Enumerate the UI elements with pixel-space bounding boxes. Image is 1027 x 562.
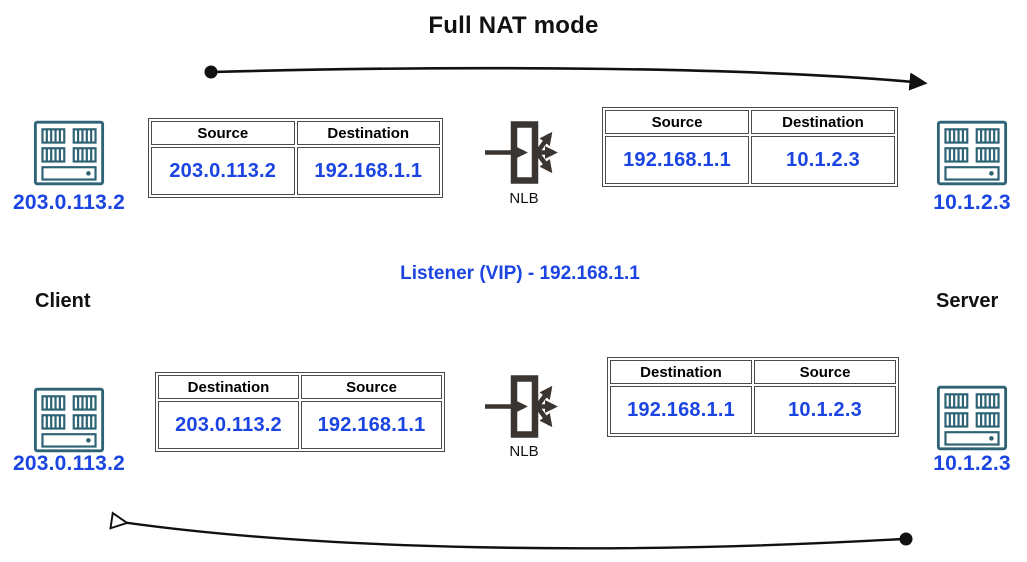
nlb-icon — [484, 374, 564, 440]
client-ip-label: 203.0.113.2 — [13, 452, 125, 475]
ip-value: 192.168.1.1 — [296, 147, 440, 195]
nlb-label: NLB — [509, 190, 539, 207]
server-role-label: Server — [936, 290, 999, 312]
client-ip-label: 203.0.113.2 — [13, 191, 125, 214]
server-ip-label: 10.1.2.3 — [933, 452, 1011, 475]
ip-value: 192.168.1.1 — [605, 136, 749, 184]
column-header: Source — [605, 110, 749, 134]
client-host-icon — [33, 386, 105, 454]
ip-value: 10.1.2.3 — [751, 136, 895, 184]
ip-value: 192.168.1.1 — [301, 401, 442, 449]
listener-vip-label: Listener (VIP) - 192.168.1.1 — [400, 263, 640, 284]
response-packet-table-client-side: Destination Source 203.0.113.2 192.168.1… — [155, 372, 445, 452]
ip-value: 192.168.1.1 — [610, 386, 752, 434]
request-flow-arrow — [204, 65, 928, 91]
response-flow-arrow — [114, 521, 913, 550]
column-header: Destination — [158, 375, 299, 399]
request-packet-table-server-side: Source Destination 192.168.1.1 10.1.2.3 — [602, 107, 898, 187]
response-packet-table-server-side: Destination Source 192.168.1.1 10.1.2.3 — [607, 357, 899, 437]
column-header: Destination — [296, 121, 440, 145]
column-header: Destination — [751, 110, 895, 134]
ip-value: 10.1.2.3 — [754, 386, 896, 434]
column-header: Source — [301, 375, 442, 399]
server-host-icon — [936, 384, 1008, 452]
nlb-icon — [484, 120, 564, 186]
server-ip-label: 10.1.2.3 — [933, 191, 1011, 214]
ip-value: 203.0.113.2 — [151, 147, 295, 195]
diagram-title: Full NAT mode — [428, 12, 599, 39]
nlb-label: NLB — [509, 443, 539, 460]
column-header: Destination — [610, 360, 752, 384]
column-header: Source — [151, 121, 295, 145]
server-host-icon — [936, 119, 1008, 187]
client-role-label: Client — [35, 290, 91, 312]
column-header: Source — [754, 360, 896, 384]
ip-value: 203.0.113.2 — [158, 401, 299, 449]
client-host-icon — [33, 119, 105, 187]
request-packet-table-client-side: Source Destination 203.0.113.2 192.168.1… — [148, 118, 443, 198]
